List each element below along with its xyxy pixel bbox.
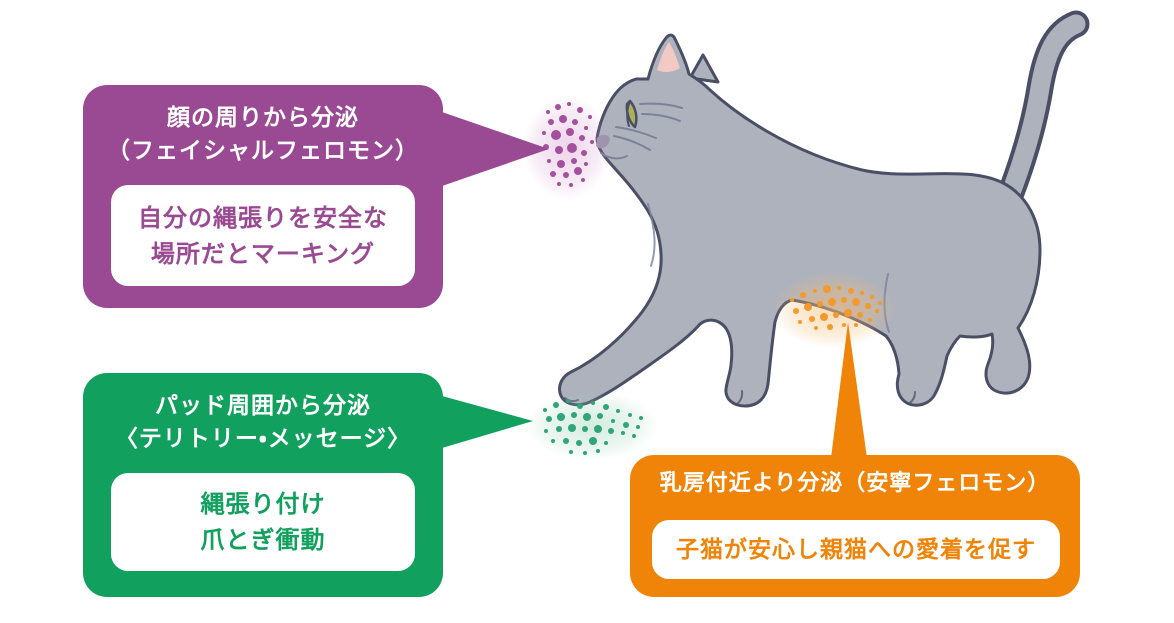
- pad-callout-pointer: [442, 396, 533, 448]
- cat-body: [558, 33, 1042, 408]
- mammary-callout-heading: 乳房付近より分泌（安寧フェロモン）: [659, 471, 1051, 496]
- facial-callout: 顔の周りから分泌 （フェイシャルフェロモン） 自分の縄張りを安全な 場所だとマー…: [83, 85, 443, 308]
- pad-callout-heading: パッド周囲から分泌 〈テリトリー・メッセージ〉: [83, 390, 443, 456]
- pad-callout-heading-line2: 〈テリトリー・メッセージ〉: [114, 426, 412, 452]
- pad-pheromone-halo: [526, 392, 658, 460]
- cat-whiskers: [613, 102, 683, 151]
- mammary-callout: 乳房付近より分泌（安寧フェロモン） 子猫が安心し親猫への愛着を促す: [630, 455, 1080, 597]
- facial-callout-body: 自分の縄張りを安全な 場所だとマーキング: [111, 185, 415, 286]
- cat-far-ear: [688, 53, 720, 84]
- pad-callout: パッド周囲から分泌 〈テリトリー・メッセージ〉 縄張り付け 爪とぎ衝動: [83, 373, 443, 597]
- mammary-callout-pointer: [831, 322, 867, 458]
- facial-callout-body-line1: 自分の縄張りを安全な: [138, 203, 388, 232]
- pad-callout-body: 縄張り付け 爪とぎ衝動: [111, 473, 415, 571]
- pad-pheromone-dots: [543, 399, 643, 455]
- mammary-callout-body: 子猫が安心し親猫への愛着を促す: [652, 520, 1060, 579]
- facial-callout-pointer: [442, 112, 549, 186]
- pad-callout-heading-line1: パッド周囲から分泌: [155, 393, 371, 419]
- cat-tail: [986, 10, 1090, 234]
- facial-callout-heading: 顔の周りから分泌 （フェイシャルフェロモン）: [83, 102, 443, 168]
- mammary-pheromone-dots: [790, 285, 882, 330]
- mammary-pheromone-halo: [772, 272, 896, 348]
- facial-callout-heading-line2: （フェイシャルフェロモン）: [107, 138, 419, 164]
- facial-callout-heading-line1: 顔の周りから分泌: [167, 105, 359, 131]
- pad-callout-body-line2: 爪とぎ衝動: [200, 526, 326, 554]
- facial-pheromone-dots: [542, 102, 594, 187]
- cat-eye-shadow: [626, 100, 631, 127]
- cat-ear-inner: [657, 42, 680, 73]
- facial-callout-body-line2: 場所だとマーキング: [150, 239, 376, 268]
- pad-callout-body-line1: 縄張り付け: [200, 490, 326, 518]
- mammary-callout-body-line1: 子猫が安心し親猫への愛着を促す: [676, 536, 1036, 563]
